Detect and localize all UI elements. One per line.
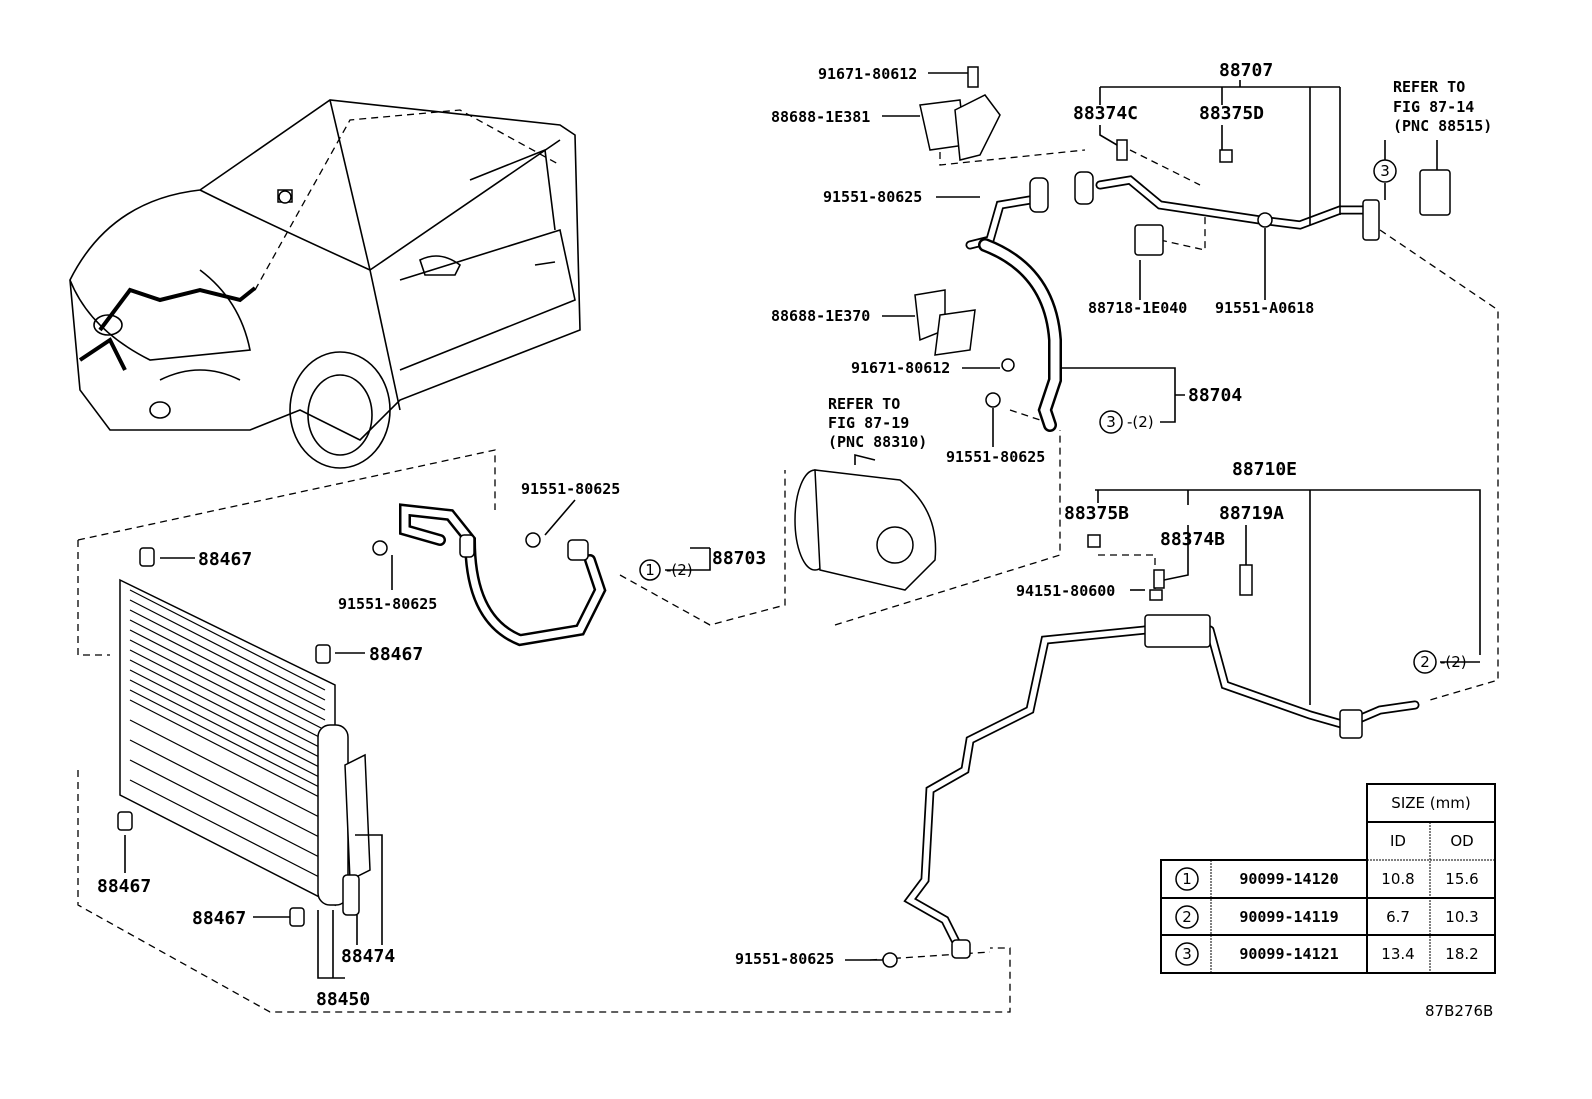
svg-text:18.2: 18.2: [1445, 945, 1478, 963]
callout-91671-80612-top[interactable]: 91671-80612: [818, 65, 917, 83]
callout-88467-2[interactable]: 88467: [369, 644, 423, 665]
svg-text:2: 2: [1182, 908, 1192, 926]
svg-text:2: 2: [1420, 653, 1430, 671]
refer-fig-87-19-line1: REFER TO: [828, 395, 900, 413]
vehicle-illustration: [69, 99, 581, 469]
svg-text:90099-14121: 90099-14121: [1239, 945, 1338, 963]
svg-text:10.8: 10.8: [1381, 870, 1414, 888]
svg-text:-(2): -(2): [1127, 413, 1154, 431]
callout-88374C[interactable]: 88374C: [1073, 103, 1138, 124]
svg-text:90099-14120: 90099-14120: [1239, 870, 1338, 888]
callout-91551-80625-discharge-top[interactable]: 91551-80625: [521, 480, 620, 498]
oring-ref-3: 3 -(2) 3: [1099, 159, 1397, 434]
refer-fig-87-19-line2[interactable]: FIG 87-19: [828, 414, 909, 432]
small-parts: [277, 66, 1451, 968]
refer-fig-87-14-line2[interactable]: FIG 87-14: [1393, 98, 1474, 116]
callout-91551-80625-discharge[interactable]: 91551-80625: [338, 595, 437, 613]
callout-88375D[interactable]: 88375D: [1199, 103, 1264, 124]
callout-88375B[interactable]: 88375B: [1064, 503, 1129, 524]
callout-88704[interactable]: 88704: [1188, 385, 1242, 406]
table-row: 3 90099-14121 13.4 18.2: [1175, 942, 1479, 966]
svg-text:3: 3: [1380, 162, 1390, 180]
oring-size-table: SIZE (mm) ID OD 1 90099-14120 10.8 15.6 …: [1160, 783, 1496, 974]
table-header-id: ID: [1390, 832, 1406, 850]
svg-text:6.7: 6.7: [1386, 908, 1410, 926]
svg-text:-(2): -(2): [666, 561, 693, 579]
callout-88688-1E381[interactable]: 88688-1E381: [771, 108, 870, 126]
refer-fig-87-14-line1: REFER TO: [1393, 78, 1465, 96]
svg-text:-(2): -(2): [1440, 653, 1467, 671]
oring-ref-2: 2 -(2): [1413, 650, 1467, 674]
callout-91551-80625-bottom[interactable]: 91551-80625: [735, 950, 834, 968]
svg-text:1: 1: [645, 561, 655, 579]
svg-text:90099-14119: 90099-14119: [1239, 908, 1338, 926]
svg-text:3: 3: [1182, 945, 1192, 963]
callout-88374B[interactable]: 88374B: [1160, 529, 1225, 550]
callout-91551-80625-compressor[interactable]: 91551-80625: [946, 448, 1045, 466]
svg-text:1: 1: [1182, 870, 1192, 888]
callout-88450[interactable]: 88450: [316, 989, 370, 1010]
callout-88467-3[interactable]: 88467: [97, 876, 151, 897]
callout-88719A[interactable]: 88719A: [1219, 503, 1284, 524]
liquid-pipe: [903, 614, 1420, 959]
table-header-size: SIZE (mm): [1391, 794, 1470, 812]
callout-88467-4[interactable]: 88467: [192, 908, 246, 929]
discharge-hose: [399, 503, 607, 647]
callout-88474[interactable]: 88474: [341, 946, 395, 967]
callout-88703[interactable]: 88703: [712, 548, 766, 569]
diagram-id: 87B276B: [1425, 1002, 1493, 1020]
table-row: 1 90099-14120 10.8 15.6: [1175, 867, 1479, 891]
callout-91551-A0618[interactable]: 91551-A0618: [1215, 299, 1314, 317]
oring-ref-1: 1 -(2): [639, 559, 693, 581]
svg-text:10.3: 10.3: [1445, 908, 1478, 926]
callout-91671-80612-mid[interactable]: 91671-80612: [851, 359, 950, 377]
callout-88688-1E370[interactable]: 88688-1E370: [771, 307, 870, 325]
callout-88718-1E040[interactable]: 88718-1E040: [1088, 299, 1187, 317]
callout-88467-1[interactable]: 88467: [198, 549, 252, 570]
refer-fig-87-19-line3: (PNC 88310): [828, 433, 927, 451]
table-header-od: OD: [1450, 832, 1473, 850]
callout-91551-80625-suction[interactable]: 91551-80625: [823, 188, 922, 206]
condenser-core: [117, 547, 371, 927]
leader-lines: [77, 109, 1499, 1013]
callout-94151-80600[interactable]: 94151-80600: [1016, 582, 1115, 600]
callout-88707[interactable]: 88707: [1219, 60, 1273, 81]
svg-text:15.6: 15.6: [1445, 870, 1478, 888]
compressor: [794, 453, 937, 591]
svg-text:3: 3: [1106, 413, 1116, 431]
svg-text:13.4: 13.4: [1381, 945, 1414, 963]
refer-fig-87-14-line3: (PNC 88515): [1393, 117, 1492, 135]
bolt-icons: [278, 190, 1273, 968]
table-row: 2 90099-14119 6.7 10.3: [1175, 905, 1479, 929]
callout-88710E[interactable]: 88710E: [1232, 459, 1297, 480]
callout-labels: 91671-80612 88688-1E381 88707 88374C 883…: [97, 60, 1493, 1020]
callout-lines: [124, 72, 1481, 979]
